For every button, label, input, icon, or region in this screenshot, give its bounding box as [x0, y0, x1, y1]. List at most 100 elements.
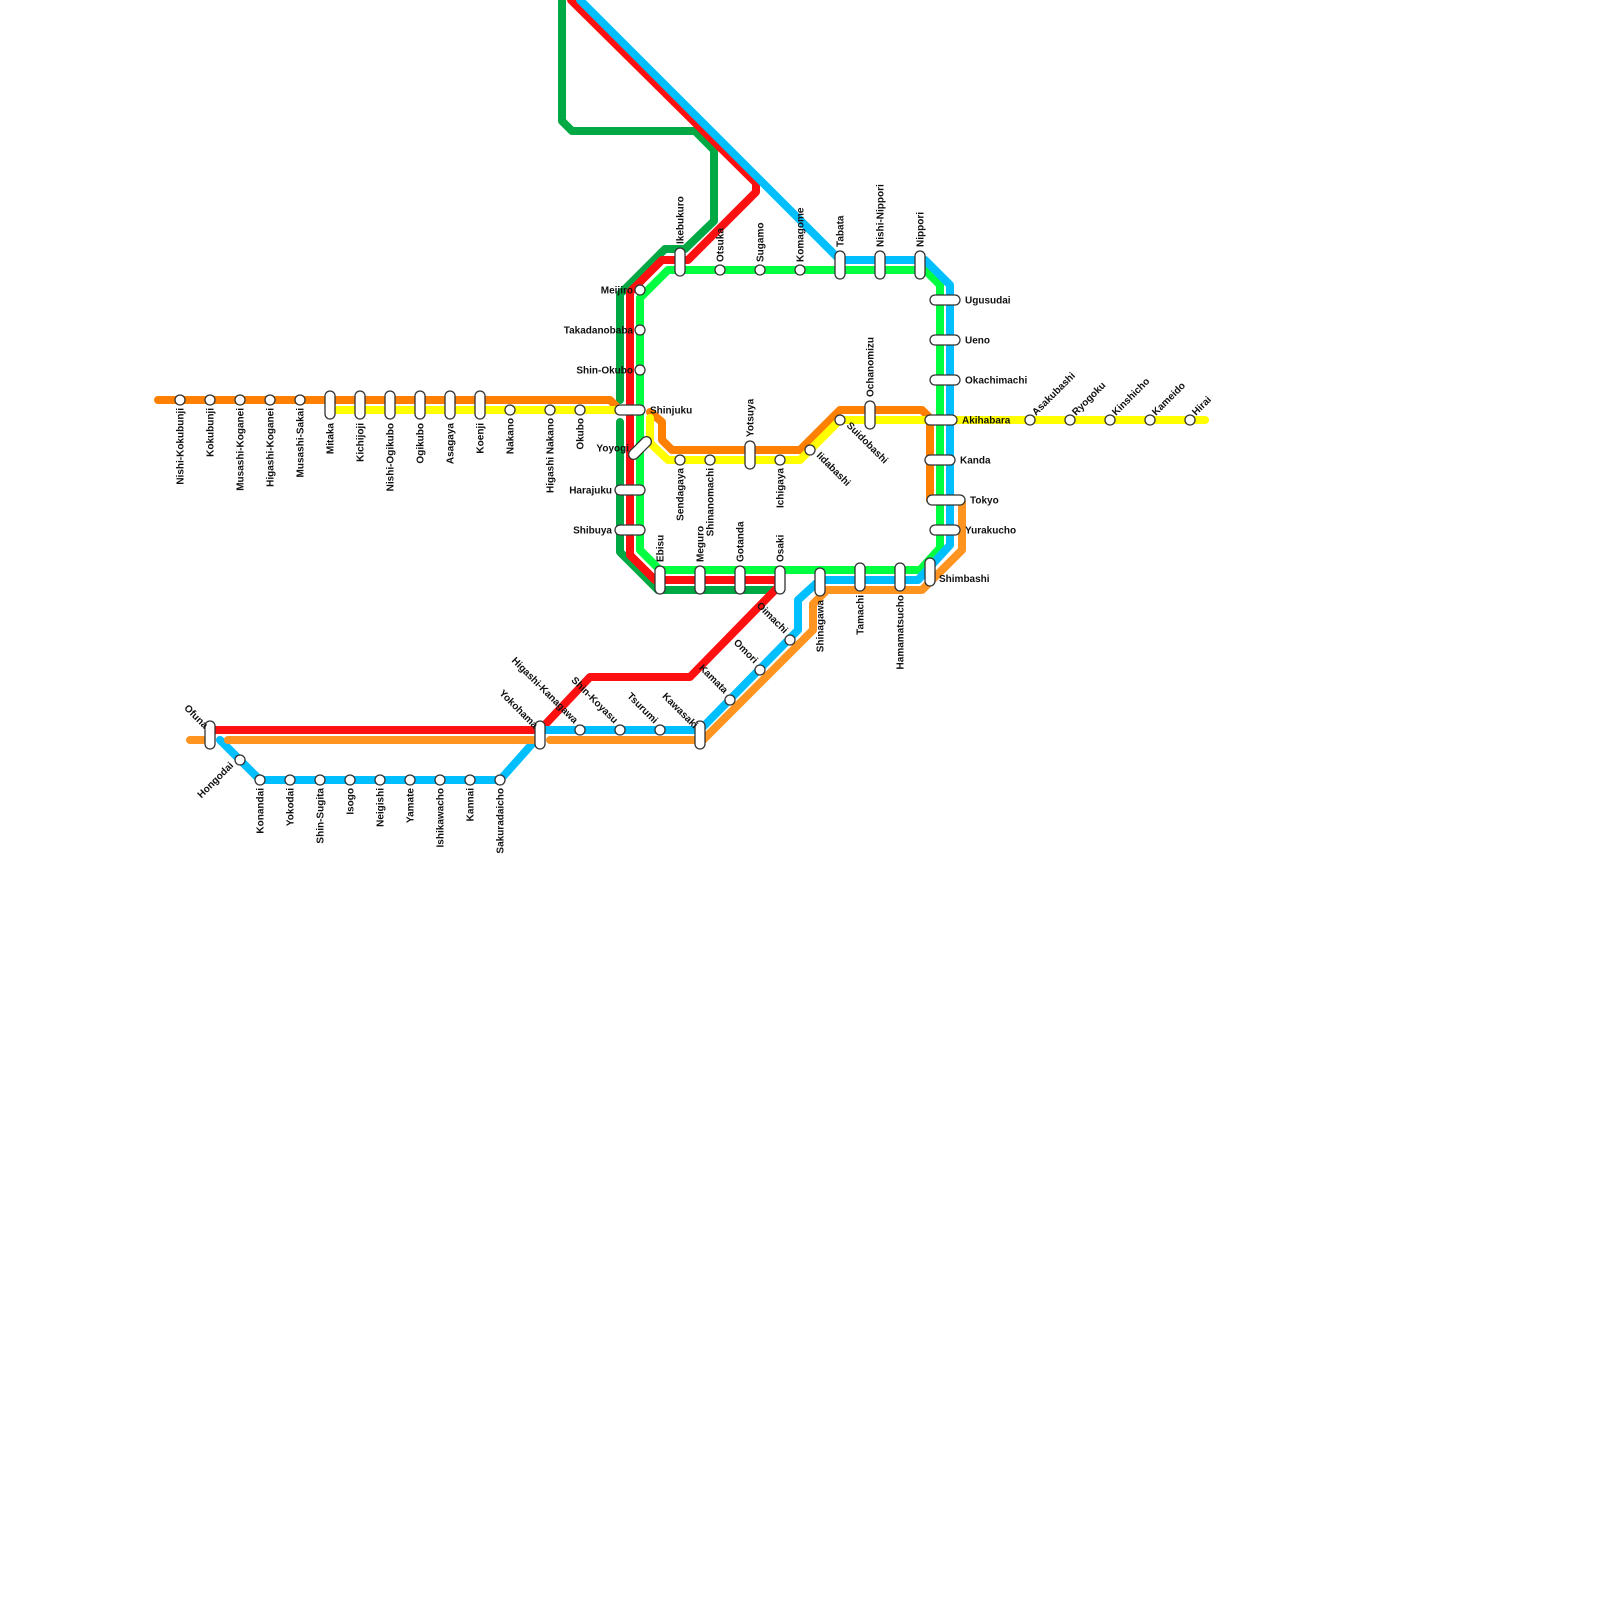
station-marker[interactable] — [929, 334, 961, 346]
station-marker[interactable] — [264, 394, 276, 406]
station-neigishi[interactable] — [374, 774, 386, 786]
station-shinanomachi[interactable] — [704, 454, 716, 466]
station-tokyo[interactable] — [926, 494, 966, 506]
station-nishi-ogikubo[interactable] — [384, 390, 396, 420]
station-akihabara[interactable] — [924, 414, 958, 426]
station-suidobashi[interactable] — [834, 414, 846, 426]
station-shimbashi[interactable] — [924, 557, 936, 587]
station-omori[interactable] — [754, 664, 766, 676]
station-marker[interactable] — [384, 390, 396, 420]
station-marker[interactable] — [614, 404, 646, 416]
station-marker[interactable] — [926, 494, 966, 506]
station-koenji[interactable] — [474, 390, 486, 420]
station-takadanobaba[interactable] — [634, 324, 646, 336]
station-marker[interactable] — [784, 634, 796, 646]
station-yurakucho[interactable] — [929, 524, 961, 536]
station-marker[interactable] — [614, 724, 626, 736]
station-marker[interactable] — [814, 567, 826, 597]
station-musashi-koganei[interactable] — [234, 394, 246, 406]
station-higashi-nakano[interactable] — [544, 404, 556, 416]
station-komagome[interactable] — [794, 264, 806, 276]
station-marker[interactable] — [774, 565, 786, 595]
station-marker[interactable] — [574, 404, 586, 416]
station-sendagaya[interactable] — [674, 454, 686, 466]
station-marker[interactable] — [794, 264, 806, 276]
station-higashi-koganei[interactable] — [264, 394, 276, 406]
station-marker[interactable] — [834, 250, 846, 280]
station-marker[interactable] — [254, 774, 266, 786]
station-kanda[interactable] — [924, 454, 956, 466]
station-shin-koyasu[interactable] — [614, 724, 626, 736]
station-marker[interactable] — [574, 724, 586, 736]
station-marker[interactable] — [634, 284, 646, 296]
station-marker[interactable] — [654, 565, 666, 595]
station-harajuku[interactable] — [614, 484, 646, 496]
station-kawasaki[interactable] — [694, 720, 706, 750]
station-otsuka[interactable] — [714, 264, 726, 276]
station-marker[interactable] — [714, 264, 726, 276]
station-okachimachi[interactable] — [929, 374, 961, 386]
station-marker[interactable] — [864, 400, 876, 430]
station-marker[interactable] — [414, 390, 426, 420]
station-ofuna[interactable] — [204, 720, 216, 750]
station-marker[interactable] — [544, 404, 556, 416]
station-marker[interactable] — [234, 754, 246, 766]
station-marker[interactable] — [444, 390, 456, 420]
station-gotanda[interactable] — [734, 565, 746, 595]
station-nakano[interactable] — [504, 404, 516, 416]
station-marker[interactable] — [634, 364, 646, 376]
station-marker[interactable] — [614, 484, 646, 496]
station-yamate[interactable] — [404, 774, 416, 786]
station-marker[interactable] — [924, 557, 936, 587]
station-ikebukuro[interactable] — [674, 247, 686, 277]
station-marker[interactable] — [234, 394, 246, 406]
station-marker[interactable] — [834, 414, 846, 426]
station-marker[interactable] — [894, 562, 906, 592]
station-meijiro[interactable] — [634, 284, 646, 296]
station-marker[interactable] — [1024, 414, 1036, 426]
station-marker[interactable] — [204, 394, 216, 406]
station-kichijoji[interactable] — [354, 390, 366, 420]
station-yokohama[interactable] — [534, 720, 546, 750]
station-ogikubo[interactable] — [414, 390, 426, 420]
station-marker[interactable] — [174, 394, 186, 406]
station-marker[interactable] — [694, 720, 706, 750]
station-ueno[interactable] — [929, 334, 961, 346]
station-marker[interactable] — [314, 774, 326, 786]
station-marker[interactable] — [627, 435, 654, 462]
station-marker[interactable] — [929, 374, 961, 386]
station-marker[interactable] — [929, 294, 961, 306]
station-kinshicho[interactable] — [1104, 414, 1116, 426]
station-marker[interactable] — [874, 250, 886, 280]
station-shibuya[interactable] — [614, 524, 646, 536]
station-isogo[interactable] — [344, 774, 356, 786]
station-konandai[interactable] — [254, 774, 266, 786]
station-marker[interactable] — [924, 414, 958, 426]
station-marker[interactable] — [704, 454, 716, 466]
station-ichigaya[interactable] — [774, 454, 786, 466]
station-marker[interactable] — [804, 444, 816, 456]
station-marker[interactable] — [404, 774, 416, 786]
station-marker[interactable] — [284, 774, 296, 786]
station-sugamo[interactable] — [754, 264, 766, 276]
station-marker[interactable] — [1144, 414, 1156, 426]
station-ebisu[interactable] — [654, 565, 666, 595]
station-kameido[interactable] — [1144, 414, 1156, 426]
station-shinjuku[interactable] — [614, 404, 646, 416]
station-nippori[interactable] — [914, 250, 926, 280]
station-iidabashi[interactable] — [804, 444, 816, 456]
station-ochanomizu[interactable] — [864, 400, 876, 430]
station-hirai[interactable] — [1184, 414, 1196, 426]
station-osaki[interactable] — [774, 565, 786, 595]
station-yotsuya[interactable] — [744, 440, 756, 470]
station-marker[interactable] — [474, 390, 486, 420]
station-nishi-nippori[interactable] — [874, 250, 886, 280]
station-marker[interactable] — [344, 774, 356, 786]
station-meguro[interactable] — [694, 565, 706, 595]
station-marker[interactable] — [614, 524, 646, 536]
station-marker[interactable] — [494, 774, 506, 786]
station-higashi-kanagawa[interactable] — [574, 724, 586, 736]
station-marker[interactable] — [674, 247, 686, 277]
station-marker[interactable] — [654, 724, 666, 736]
station-sakuradaicho[interactable] — [494, 774, 506, 786]
